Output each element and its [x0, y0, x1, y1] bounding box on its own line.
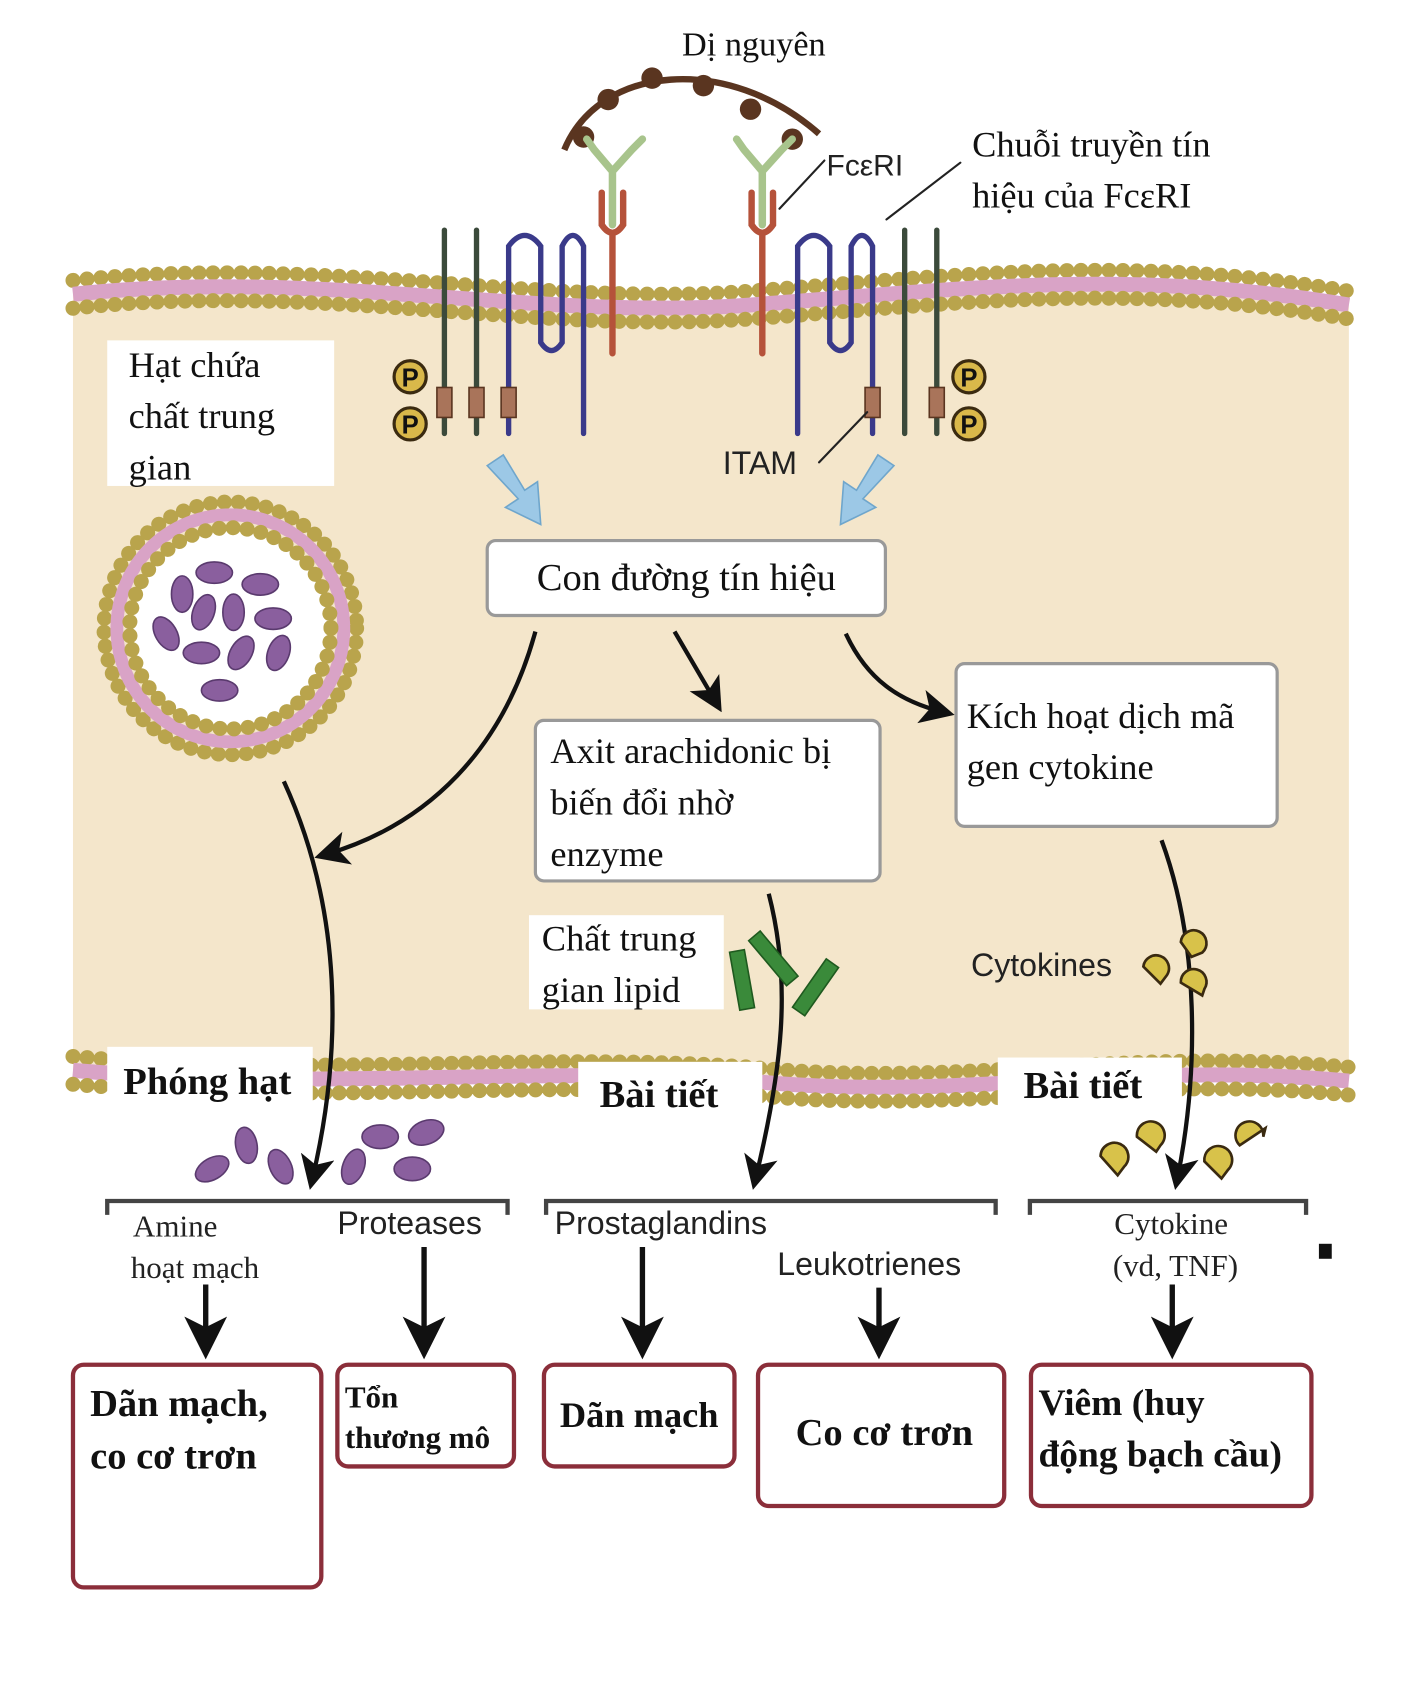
svg-text:Dãn mạch: Dãn mạch — [560, 1395, 719, 1435]
lipid-label-line1: Chất trung — [542, 919, 697, 959]
svg-text:P: P — [402, 412, 419, 440]
svg-text:Tổn: Tổn — [345, 1380, 398, 1415]
mediator-leukotrienes: Leukotrienes — [777, 1246, 961, 1282]
svg-text:P: P — [960, 412, 977, 440]
svg-text:Dãn mạch,: Dãn mạch, — [90, 1383, 268, 1425]
secretion-label-bg — [578, 1061, 763, 1121]
degranulation-label-bg — [107, 1046, 313, 1106]
granule-label-line1: Hạt chứa — [129, 345, 261, 385]
granule-icon — [96, 494, 365, 763]
arachidonic-acid-box: Axit arachidonic bị biến đổi nhờ enzyme — [533, 718, 882, 883]
lipid-label-line2: gian lipid — [542, 970, 680, 1010]
secretion-label-bg — [997, 1057, 1182, 1117]
mediator-amine-line1: Amine — [133, 1208, 217, 1243]
itam-label: ITAM — [723, 445, 797, 481]
effect-arrows — [184, 1247, 1194, 1360]
svg-text:P: P — [960, 364, 977, 392]
blue-arrow-icon — [485, 453, 896, 526]
lipid-label-bg — [528, 915, 724, 1010]
fceri-label: FcεRI — [827, 150, 904, 183]
mediator-cytokine-line1: Cytokine — [1114, 1206, 1228, 1241]
cytokine-gene-box: Kích hoạt dịch mã gen cytokine — [954, 662, 1279, 828]
mediator-brackets — [105, 1198, 1309, 1215]
svg-text:Co cơ trơn: Co cơ trơn — [796, 1412, 973, 1454]
effect-box-smooth-muscle-contraction: Co cơ trơn — [755, 1362, 1007, 1509]
released-granules-icon — [194, 1118, 445, 1186]
allergen-icon — [561, 67, 822, 152]
svg-text:co cơ trơn: co cơ trơn — [90, 1436, 257, 1478]
svg-text:gen cytokine: gen cytokine — [967, 747, 1154, 787]
mediator-amine-line2: hoạt mạch — [131, 1250, 260, 1285]
effect-box-vasodilation-smooth-muscle: Dãn mạch, co cơ trơn — [70, 1362, 324, 1590]
svg-text:P: P — [402, 364, 419, 392]
secretion-label-cytokine: Bài tiết — [1023, 1065, 1142, 1107]
mediator-prostaglandins: Prostaglandins — [555, 1205, 767, 1241]
cytokines-label: Cytokines — [971, 947, 1112, 983]
signal-chain-label-line2: hiệu của FcεRI — [972, 176, 1191, 216]
effect-box-tissue-damage: Tổn thương mô — [335, 1362, 517, 1469]
cytokine-icon — [1099, 929, 1268, 1181]
svg-text:enzyme: enzyme — [550, 834, 663, 874]
svg-text:Con đường tín hiệu: Con đường tín hiệu — [537, 557, 836, 599]
svg-text:Kích hoạt dịch mã: Kích hoạt dịch mã — [967, 696, 1235, 736]
effect-box-vasodilation: Dãn mạch — [541, 1362, 737, 1469]
granule-label-line3: gian — [129, 448, 192, 488]
svg-text:động bạch cầu): động bạch cầu) — [1038, 1434, 1282, 1475]
flow-arrows — [281, 630, 1199, 1191]
lipid-mediator-icon — [728, 929, 840, 1017]
phosphate-icon: P P P P — [392, 359, 987, 442]
mediator-proteases: Proteases — [337, 1205, 482, 1241]
svg-text:Axit arachidonic bị: Axit arachidonic bị — [550, 731, 831, 771]
mediator-cytokine-line2: (vd, TNF) — [1113, 1248, 1238, 1283]
granule-label-line2: chất trung — [129, 396, 275, 436]
effect-box-inflammation: Viêm (huy động bạch cầu) — [1028, 1362, 1314, 1509]
svg-text:thương mô: thương mô — [345, 1420, 490, 1455]
allergen-label: Dị nguyên — [682, 26, 826, 64]
svg-text:biến đổi nhờ: biến đổi nhờ — [550, 783, 734, 823]
secretion-label-lipid: Bài tiết — [600, 1074, 719, 1116]
signaling-pathway-box: Con đường tín hiệu — [485, 538, 888, 618]
granule-label-bg — [107, 340, 335, 486]
plasma-membrane-top — [65, 262, 1357, 330]
fceri-receptor-icon — [583, 135, 962, 357]
svg-text:Viêm (huy: Viêm (huy — [1038, 1383, 1204, 1424]
stray-mark — [1318, 1243, 1332, 1259]
degranulation-label: Phóng hạt — [123, 1061, 291, 1103]
signaling-chain-icon — [436, 227, 946, 464]
signal-chain-label-line1: Chuỗi truyền tín — [972, 124, 1210, 164]
